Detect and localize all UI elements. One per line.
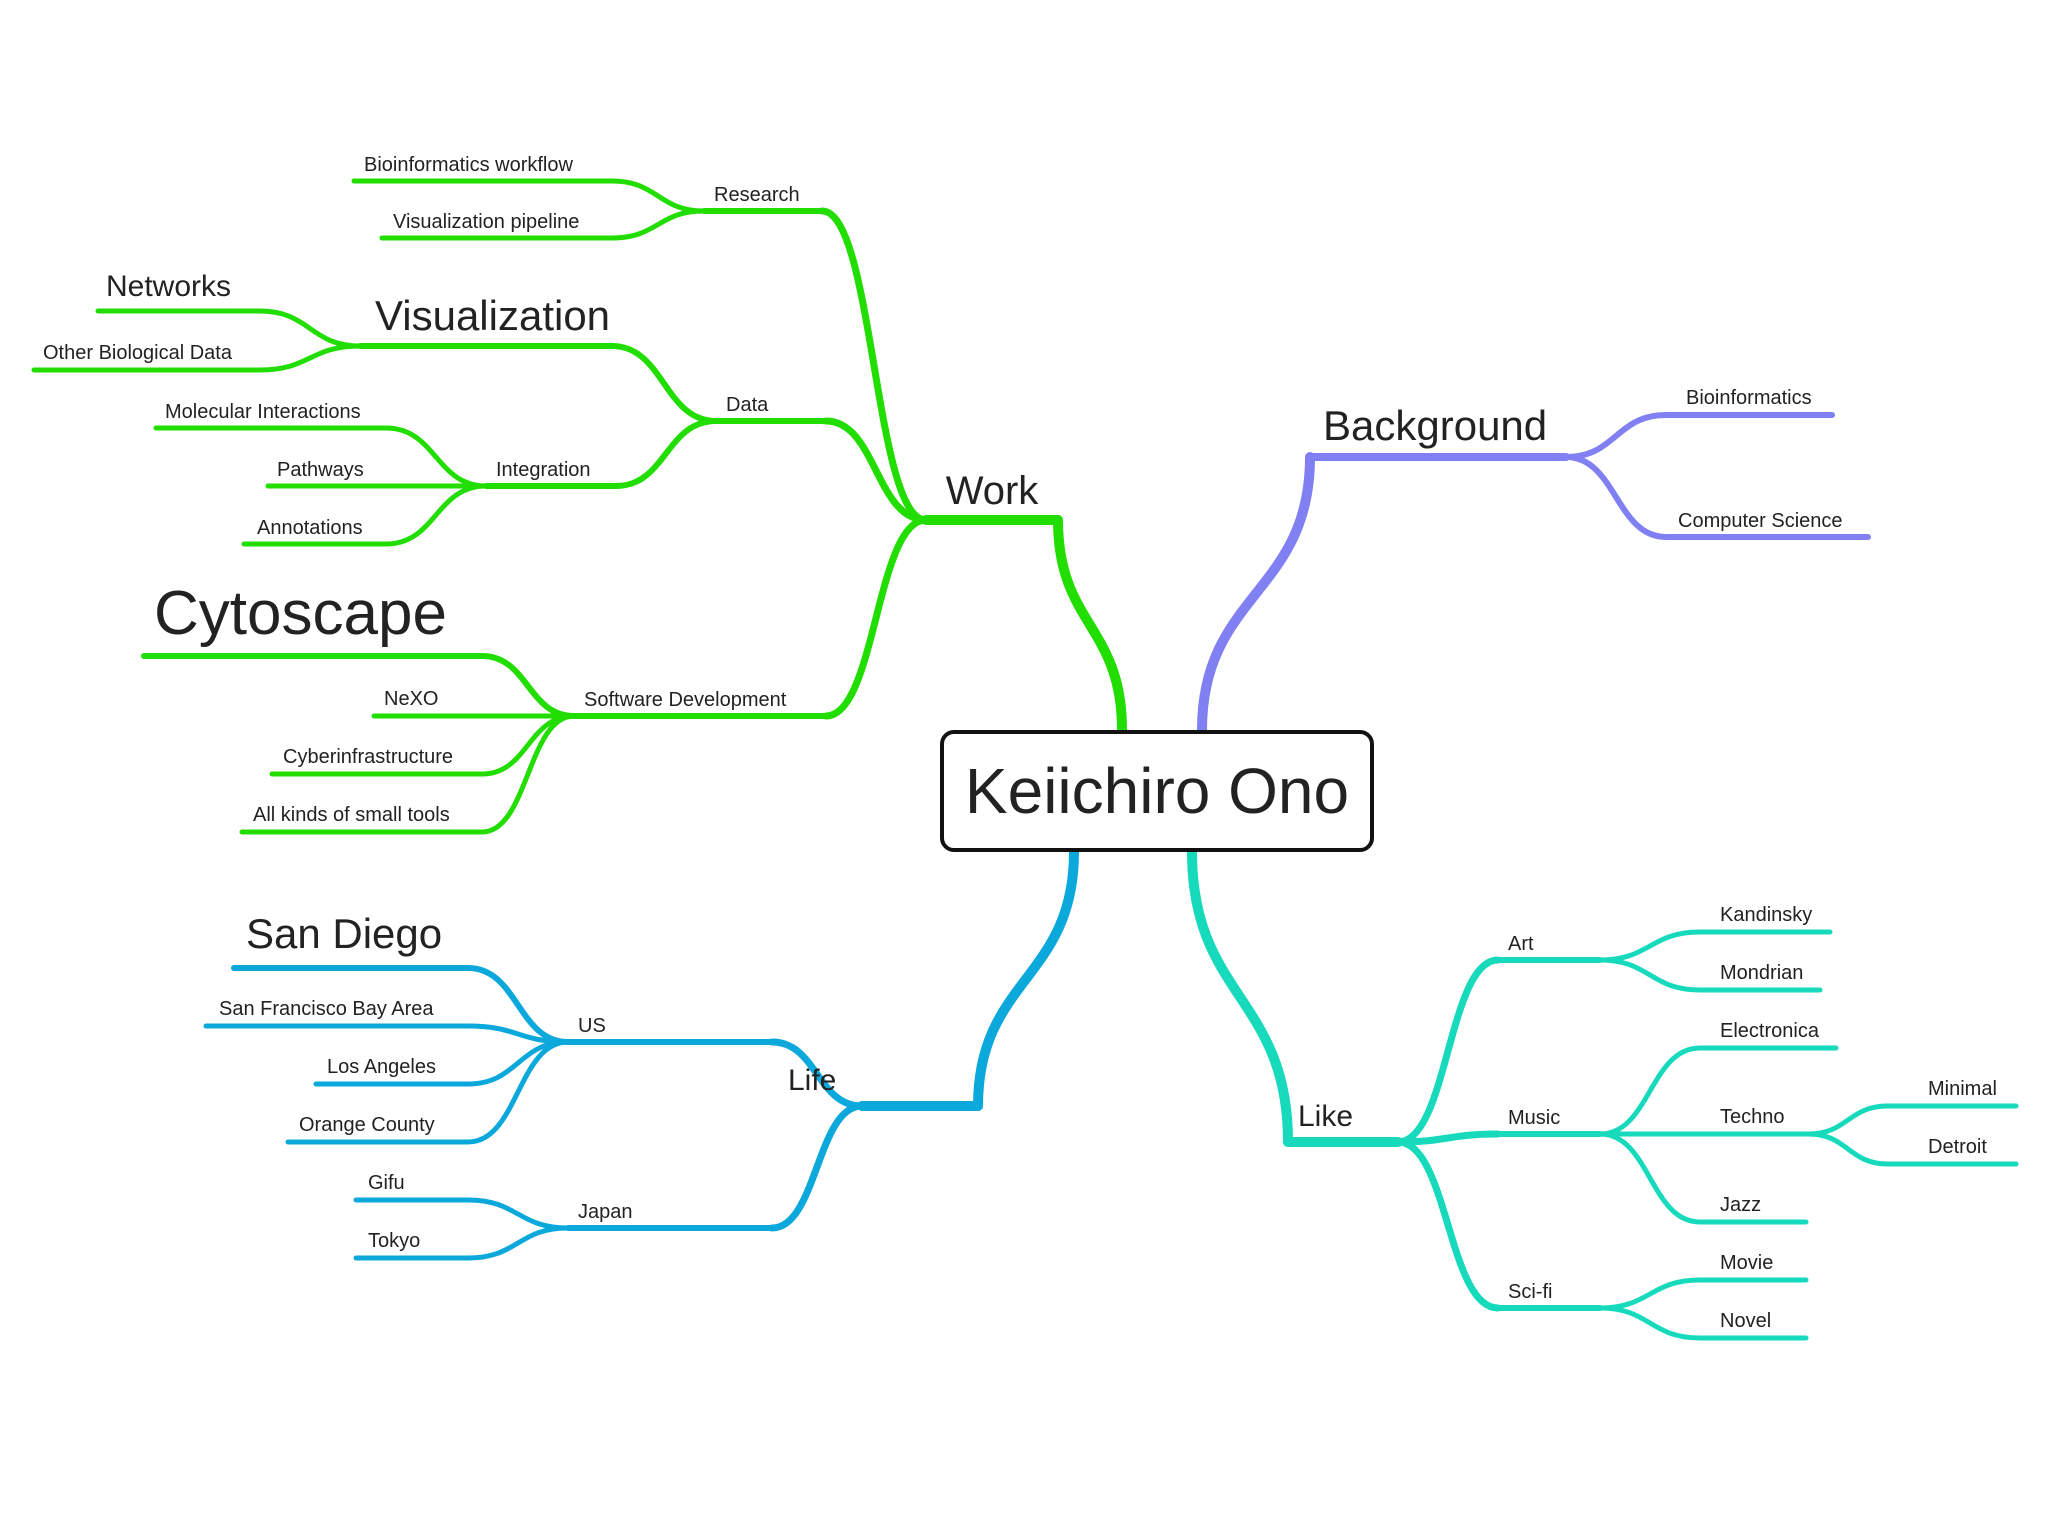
sf-bay-area-label[interactable]: San Francisco Bay Area xyxy=(219,998,434,1020)
cyberinfrastructure-label[interactable]: Cyberinfrastructure xyxy=(283,746,453,768)
like-trunk-connector xyxy=(1187,847,1293,1147)
molecular-interactions-connector xyxy=(383,425,489,489)
molecular-interactions-label[interactable]: Molecular Interactions xyxy=(165,401,361,423)
like-label[interactable]: Like xyxy=(1298,1100,1353,1133)
music-label[interactable]: Music xyxy=(1508,1107,1560,1129)
networks-connector xyxy=(257,308,363,349)
music-connector xyxy=(1394,1130,1502,1146)
art-label[interactable]: Art xyxy=(1508,933,1534,955)
mondrian-connector xyxy=(1597,957,1703,993)
san-diego-connector xyxy=(465,965,571,1045)
tokyo-label[interactable]: Tokyo xyxy=(368,1230,420,1252)
cytoscape-connector xyxy=(479,653,577,719)
software-development-connector xyxy=(822,516,930,720)
networks-label[interactable]: Networks xyxy=(106,270,231,303)
life-label[interactable]: Life xyxy=(788,1064,836,1097)
mind-map-edges xyxy=(31,178,2019,1341)
tokyo-connector xyxy=(465,1225,571,1261)
computer-science-label[interactable]: Computer Science xyxy=(1678,510,1843,532)
central-node[interactable]: Keiichiro Ono xyxy=(940,730,1374,852)
movie-connector xyxy=(1597,1277,1703,1311)
visualization-pipeline-label[interactable]: Visualization pipeline xyxy=(393,211,579,233)
jazz-connector xyxy=(1597,1131,1703,1225)
visualization-connector xyxy=(609,343,719,424)
integration-connector xyxy=(613,418,719,489)
orange-county-connector xyxy=(465,1039,571,1145)
data-label[interactable]: Data xyxy=(726,394,769,416)
electronica-connector xyxy=(1597,1045,1703,1137)
bioinformatics-connector xyxy=(1563,412,1669,460)
nexo-label[interactable]: NeXO xyxy=(384,688,438,710)
cytoscape-label[interactable]: Cytoscape xyxy=(154,579,447,648)
cyberinfrastructure-connector xyxy=(479,713,577,777)
bioinformatics-label[interactable]: Bioinformatics xyxy=(1686,387,1812,409)
gifu-label[interactable]: Gifu xyxy=(368,1172,405,1194)
jazz-label[interactable]: Jazz xyxy=(1720,1194,1761,1216)
central-node-box xyxy=(940,730,1374,852)
annotations-connector xyxy=(383,483,489,547)
japan-label[interactable]: Japan xyxy=(578,1201,633,1223)
annotations-label[interactable]: Annotations xyxy=(257,517,363,539)
minimal-label[interactable]: Minimal xyxy=(1928,1078,1997,1100)
work-trunk-connector xyxy=(1053,515,1127,735)
los-angeles-label[interactable]: Los Angeles xyxy=(327,1056,436,1078)
background-trunk-connector xyxy=(1197,452,1315,735)
art-connector xyxy=(1394,956,1502,1146)
movie-label[interactable]: Movie xyxy=(1720,1252,1773,1274)
bioinformatics-workflow-label[interactable]: Bioinformatics workflow xyxy=(364,154,574,176)
pathways-label[interactable]: Pathways xyxy=(277,459,364,481)
life-trunk-connector xyxy=(973,847,1079,1111)
mind-map-labels: Work Research Bioinformatics workflowVisua… xyxy=(43,154,1997,1332)
detroit-label[interactable]: Detroit xyxy=(1928,1136,1987,1158)
central-node-label: Keiichiro Ono xyxy=(965,755,1349,827)
research-label[interactable]: Research xyxy=(714,184,800,206)
kandinsky-connector xyxy=(1597,929,1703,963)
electronica-label[interactable]: Electronica xyxy=(1720,1020,1820,1042)
computer-science-connector xyxy=(1563,454,1669,540)
gifu-connector xyxy=(465,1197,571,1231)
other-biological-data-connector xyxy=(257,343,363,373)
integration-label[interactable]: Integration xyxy=(496,459,591,481)
techno-label[interactable]: Techno xyxy=(1720,1106,1785,1128)
orange-county-label[interactable]: Orange County xyxy=(299,1114,435,1136)
software-development-label[interactable]: Software Development xyxy=(584,689,787,711)
us-label[interactable]: US xyxy=(578,1015,606,1037)
research-connector xyxy=(818,207,930,524)
other-biological-data-label[interactable]: Other Biological Data xyxy=(43,342,233,364)
kandinsky-label[interactable]: Kandinsky xyxy=(1720,904,1812,926)
small-tools-label[interactable]: All kinds of small tools xyxy=(253,804,450,826)
sci-fi-label[interactable]: Sci-fi xyxy=(1508,1281,1552,1303)
mondrian-label[interactable]: Mondrian xyxy=(1720,962,1803,984)
novel-connector xyxy=(1597,1305,1703,1341)
novel-label[interactable]: Novel xyxy=(1720,1310,1771,1332)
small-tools-connector xyxy=(479,713,577,835)
minimal-connector xyxy=(1805,1103,1891,1137)
visualization-pipeline-connector xyxy=(609,208,707,241)
bioinformatics-workflow-connector xyxy=(609,178,707,214)
sf-bay-area-connector xyxy=(465,1023,571,1045)
us-connector xyxy=(768,1038,866,1110)
visualization-label[interactable]: Visualization xyxy=(375,292,610,339)
data-connector xyxy=(822,417,930,524)
sci-fi-connector xyxy=(1394,1138,1502,1312)
work-label[interactable]: Work xyxy=(946,469,1040,513)
san-diego-label[interactable]: San Diego xyxy=(246,910,442,957)
japan-connector xyxy=(768,1102,866,1232)
background-label[interactable]: Background xyxy=(1323,402,1547,449)
detroit-connector xyxy=(1805,1131,1891,1167)
